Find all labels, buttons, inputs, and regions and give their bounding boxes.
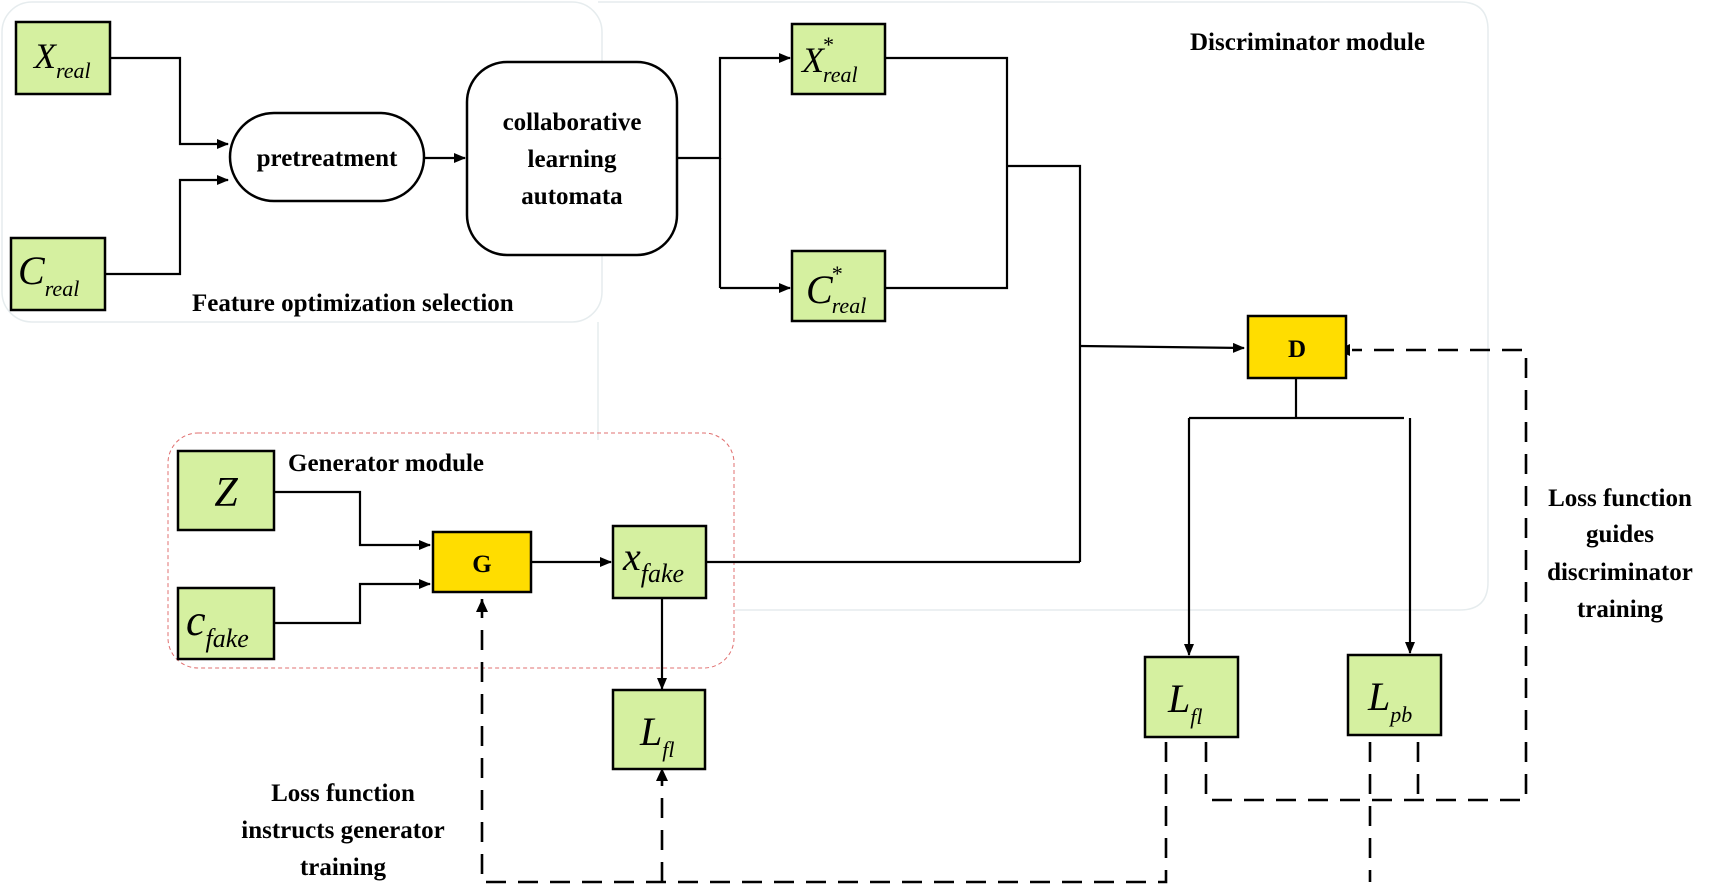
generator-module-label: Generator module bbox=[288, 450, 484, 477]
svg-text:Lfl: Lfl bbox=[1167, 676, 1202, 729]
svg-text:xfake: xfake bbox=[622, 534, 684, 588]
generator-loss-annotation: Loss function instructs generator traini… bbox=[241, 780, 444, 881]
l-pb-loss-node: Lpb bbox=[1346, 653, 1443, 737]
x-fake-node: xfake bbox=[611, 524, 708, 600]
svg-text:Loss function: Loss function bbox=[271, 780, 415, 807]
c-real-node: Creal bbox=[9, 236, 107, 312]
discriminator-node: D bbox=[1246, 314, 1348, 380]
svg-text:Lpb: Lpb bbox=[1367, 674, 1412, 727]
feature-selection-label: Feature optimization selection bbox=[192, 290, 514, 317]
discriminator-module bbox=[598, 1, 1489, 611]
x-real-star-node: X*real bbox=[790, 22, 887, 96]
svg-text:X*real: X*real bbox=[800, 32, 858, 87]
generator-node: G bbox=[431, 530, 533, 594]
l-fl-discriminator-loss-node: Lfl bbox=[1143, 655, 1240, 739]
generator-module bbox=[167, 432, 735, 669]
svg-text:Creal: Creal bbox=[18, 248, 79, 301]
collaborative-learning-automata-node: collaborative learning automata bbox=[465, 60, 679, 257]
discriminator-loss-annotation: Loss function guides discriminator train… bbox=[1547, 485, 1693, 623]
svg-text:D: D bbox=[1288, 336, 1306, 363]
svg-text:discriminator: discriminator bbox=[1547, 559, 1693, 586]
svg-text:Lfl: Lfl bbox=[639, 709, 674, 762]
svg-text:automata: automata bbox=[521, 183, 623, 210]
svg-text:collaborative: collaborative bbox=[503, 109, 642, 136]
c-real-star-node: C*real bbox=[790, 249, 887, 323]
svg-text:guides: guides bbox=[1586, 521, 1654, 548]
svg-text:G: G bbox=[472, 551, 491, 578]
c-fake-node: cfake bbox=[176, 586, 276, 661]
svg-text:cfake: cfake bbox=[186, 596, 249, 653]
z-node: Z bbox=[176, 449, 276, 532]
x-real-node: Xreal bbox=[14, 20, 112, 96]
svg-text:Xreal: Xreal bbox=[32, 36, 91, 83]
svg-text:training: training bbox=[1577, 596, 1664, 623]
svg-text:instructs generator: instructs generator bbox=[241, 817, 444, 844]
svg-text:C*real: C*real bbox=[806, 261, 866, 318]
pretreatment-node: pretreatment bbox=[228, 111, 426, 203]
svg-text:Z: Z bbox=[214, 470, 238, 516]
svg-text:Loss function: Loss function bbox=[1548, 485, 1692, 512]
l-fl-generator-loss-node: Lfl bbox=[611, 688, 707, 771]
svg-text:pretreatment: pretreatment bbox=[257, 145, 398, 172]
svg-text:training: training bbox=[300, 854, 387, 881]
discriminator-module-label: Discriminator module bbox=[1190, 29, 1425, 56]
svg-text:learning: learning bbox=[528, 146, 617, 173]
